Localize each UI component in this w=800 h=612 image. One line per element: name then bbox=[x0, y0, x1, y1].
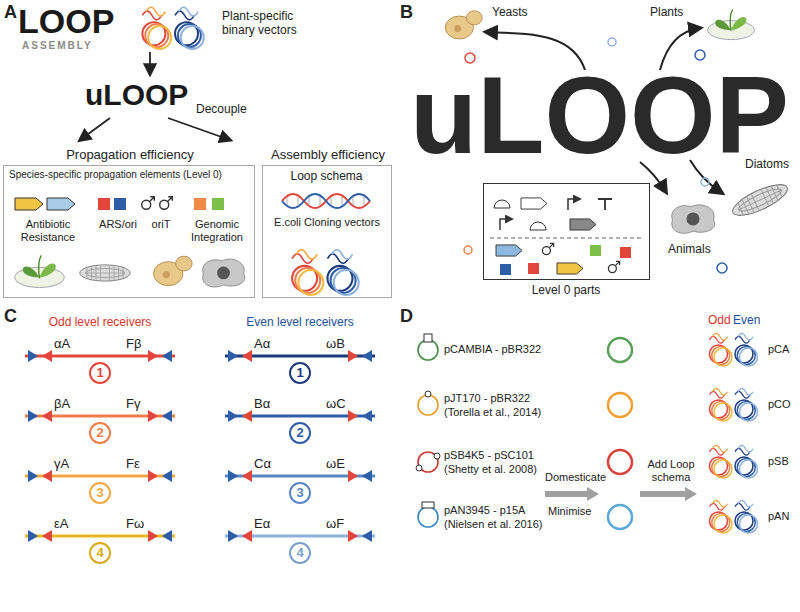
box-text: E.coli Cloning vectors bbox=[273, 216, 381, 229]
label: Eα bbox=[254, 517, 270, 532]
box-text: oriT bbox=[142, 218, 180, 231]
logo-text: uLOOP bbox=[410, 60, 789, 170]
label: (Nielsen et al. 2016) bbox=[444, 518, 542, 531]
circle-number: 2 bbox=[291, 424, 309, 442]
logo-text: LOOP bbox=[18, 4, 114, 38]
box-text: Genomic Integration bbox=[180, 218, 254, 243]
receiver-circle: 3 bbox=[89, 482, 111, 504]
label: ωB bbox=[326, 337, 345, 352]
label: Diatoms bbox=[745, 158, 789, 172]
label: ASSEMBLY bbox=[22, 40, 93, 52]
label: Even level receivers bbox=[220, 316, 380, 330]
label: Plant-specific binary vectors bbox=[222, 10, 322, 38]
group-box: Level 0 parts bbox=[483, 183, 650, 280]
receiver-circle: 4 bbox=[289, 542, 311, 564]
box-text: Species-specific propagation elements (L… bbox=[9, 169, 251, 181]
label: Add Loop schema bbox=[640, 458, 702, 483]
circle-number: 1 bbox=[91, 364, 109, 382]
label: εA bbox=[54, 517, 68, 532]
label: Domesticate bbox=[545, 471, 606, 484]
receiver-circle: 2 bbox=[89, 422, 111, 444]
label: pCAMBIA - pBR322 bbox=[444, 343, 541, 356]
receiver-circle: 1 bbox=[89, 362, 111, 384]
box-text: Assembly efficiency bbox=[263, 148, 393, 163]
label: ωE bbox=[326, 457, 345, 472]
label: pSB bbox=[768, 455, 789, 468]
label: Aα bbox=[254, 337, 270, 352]
circle-number: 3 bbox=[91, 484, 109, 502]
label: Animals bbox=[668, 243, 711, 257]
receiver-circle: 4 bbox=[89, 542, 111, 564]
receiver-circle: 2 bbox=[289, 422, 311, 444]
logo-text: uLOOP bbox=[85, 80, 188, 110]
circle-number: 1 bbox=[291, 364, 309, 382]
panel-letter: A bbox=[4, 2, 17, 23]
label: pCA bbox=[768, 343, 789, 356]
circle-number: 4 bbox=[91, 544, 109, 562]
box-text: Level 0 parts bbox=[484, 284, 648, 298]
label: Plants bbox=[650, 6, 683, 20]
panel-letter: B bbox=[400, 2, 413, 23]
box-text: Propagation efficiency bbox=[4, 148, 256, 163]
label: Even bbox=[733, 314, 760, 328]
label: pAN3945 - p15A bbox=[444, 504, 525, 517]
label: γA bbox=[54, 457, 69, 472]
label: Yeasts bbox=[492, 6, 528, 20]
label: Bα bbox=[254, 397, 270, 412]
label: ωF bbox=[326, 517, 344, 532]
circle-number: 4 bbox=[291, 544, 309, 562]
panel-letter: C bbox=[4, 306, 17, 327]
group-box: Propagation efficiencySpecies-specific p… bbox=[3, 165, 255, 298]
label: αA bbox=[54, 337, 70, 352]
label: Fγ bbox=[126, 397, 140, 412]
label: Fε bbox=[126, 457, 140, 472]
label: pAN bbox=[768, 510, 789, 523]
group-box: Assembly efficiencyLoop schemaE.coli Clo… bbox=[262, 165, 392, 298]
label: Cα bbox=[254, 457, 271, 472]
label: βA bbox=[54, 397, 70, 412]
label: pSB4K5 - pSC101 bbox=[444, 449, 534, 462]
label: pJT170 - pBR322 bbox=[444, 392, 530, 405]
box-text: Loop schema bbox=[263, 170, 390, 184]
label: (Torella et al., 2014) bbox=[444, 406, 541, 419]
label: Fω bbox=[126, 517, 144, 532]
label: Odd level receivers bbox=[20, 316, 180, 330]
circle-number: 2 bbox=[91, 424, 109, 442]
box-text: Antibiotic Resistance bbox=[10, 218, 86, 243]
label: (Shetty et al. 2008) bbox=[444, 463, 537, 476]
receiver-circle: 3 bbox=[289, 482, 311, 504]
box-text: ARS/ori bbox=[92, 218, 144, 231]
label: Decouple bbox=[196, 103, 247, 117]
panel-letter: D bbox=[400, 306, 413, 327]
label: Minimise bbox=[548, 505, 591, 518]
receiver-circle: 1 bbox=[289, 362, 311, 384]
label: pCO bbox=[768, 398, 791, 411]
label: ωC bbox=[326, 397, 346, 412]
circle-number: 3 bbox=[291, 484, 309, 502]
label: Odd bbox=[708, 314, 731, 328]
label: Fβ bbox=[126, 337, 141, 352]
